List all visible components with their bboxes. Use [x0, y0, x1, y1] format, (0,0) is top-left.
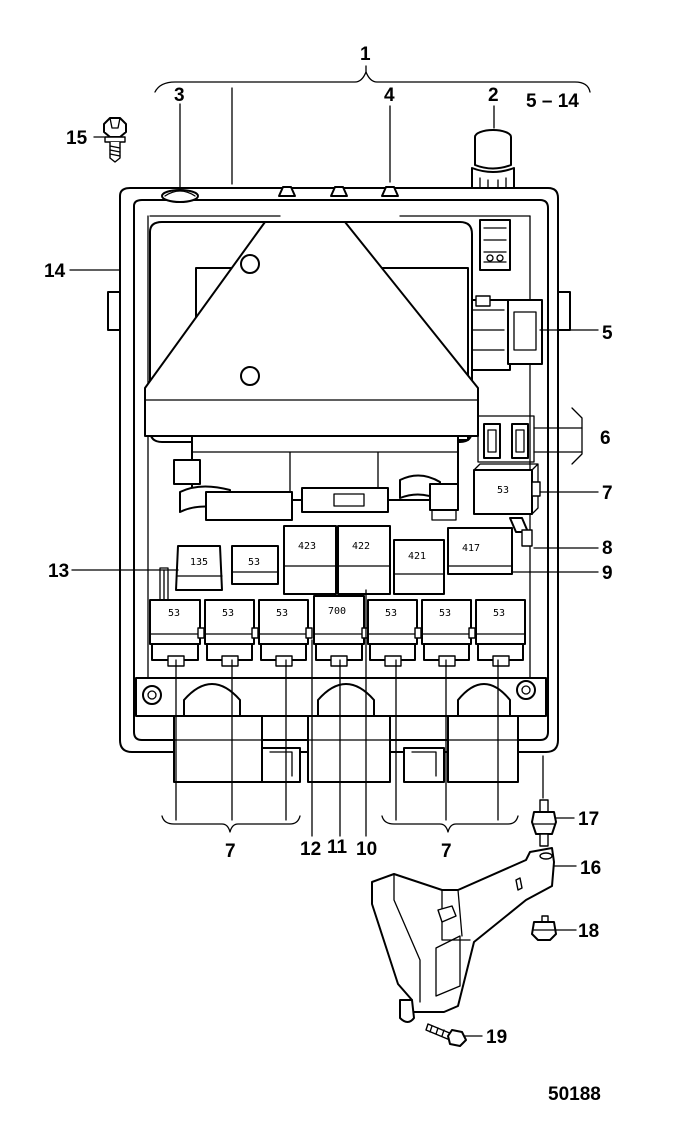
relay-421-label: 421 — [408, 551, 426, 562]
callout-2: 2 — [488, 85, 499, 106]
callout-3: 3 — [174, 85, 185, 106]
cap-2 — [471, 129, 515, 197]
relay-bottom-6: 53 — [421, 599, 476, 667]
callout-8: 8 — [602, 538, 613, 559]
relay-bottom-5-label: 53 — [385, 608, 397, 619]
relay-side-label: 53 — [497, 485, 509, 496]
screw-19 — [425, 1023, 467, 1047]
callout-14: 14 — [44, 261, 66, 282]
lower-module — [173, 435, 459, 521]
bottom-brackets — [161, 815, 519, 833]
relay-bottom-7-label: 53 — [493, 608, 505, 619]
relay-135-label: 135 — [190, 557, 208, 568]
relay-422: 422 — [337, 525, 391, 595]
relay-bottom-2-label: 53 — [222, 608, 234, 619]
relay-53-upper: 53 — [231, 545, 279, 585]
callout-16: 16 — [580, 858, 601, 879]
callout-15: 15 — [66, 128, 88, 149]
callout-5-14: 5 – 14 — [526, 91, 579, 112]
callout-9: 9 — [602, 563, 613, 584]
upper-relay-row: 135 53 423 422 421 417 — [159, 525, 513, 603]
relay-bottom-5: 53 — [367, 599, 422, 667]
relay-side-53: 53 — [473, 463, 541, 547]
leader-lines — [69, 65, 599, 1037]
bottom-relay-row: 53 53 53 700 — [149, 595, 526, 667]
relay-bottom-3-label: 53 — [276, 608, 288, 619]
relay-423: 423 — [283, 525, 337, 595]
bracket-16 — [371, 847, 555, 1023]
relay-135: 135 — [175, 545, 223, 591]
callout-1: 1 — [360, 44, 371, 65]
callout-7-bottom-left: 7 — [225, 841, 236, 862]
callout-labels: 1 3 4 2 5 – 14 15 14 5 6 7 8 9 13 17 16 … — [44, 44, 613, 1105]
relay-bottom-3: 53 — [258, 599, 313, 667]
bolt-15 — [103, 117, 127, 163]
figure-number: 50188 — [548, 1084, 601, 1105]
relay-bottom-1-label: 53 — [168, 608, 180, 619]
relay-423-label: 423 — [298, 541, 316, 552]
relay-417: 417 — [447, 527, 513, 575]
relay-bottom-6-label: 53 — [439, 608, 451, 619]
relay-bottom-4-label: 700 — [328, 606, 346, 617]
callout-18: 18 — [578, 921, 599, 942]
callout-10: 10 — [356, 839, 377, 860]
relay-53-upper-label: 53 — [248, 557, 260, 568]
bracket-1 — [154, 71, 591, 93]
nut-18 — [531, 915, 557, 941]
callout-4: 4 — [384, 85, 395, 106]
callout-17: 17 — [578, 809, 599, 830]
relay-417-label: 417 — [462, 543, 480, 554]
callout-12: 12 — [300, 839, 321, 860]
connector-block-top-right — [479, 219, 511, 271]
relay-421: 421 — [393, 539, 445, 595]
callout-11: 11 — [327, 837, 348, 858]
relay-bottom-2: 53 — [204, 599, 259, 667]
callout-19: 19 — [486, 1027, 507, 1048]
relay-bottom-1: 53 — [149, 599, 205, 667]
callout-7-right: 7 — [602, 483, 613, 504]
relay-bottom-4: 700 — [313, 595, 369, 667]
stud-17 — [531, 799, 557, 847]
relay-bottom-7: 53 — [475, 599, 526, 667]
callout-5: 5 — [602, 323, 613, 344]
callout-7-bottom-right: 7 — [441, 841, 452, 862]
callout-13: 13 — [48, 561, 69, 582]
bottom-connectors — [173, 683, 519, 783]
callout-6: 6 — [600, 428, 611, 449]
large-module — [144, 221, 479, 443]
fuses-6 — [477, 415, 535, 463]
module-5 — [465, 295, 543, 371]
relay-422-label: 422 — [352, 541, 370, 552]
